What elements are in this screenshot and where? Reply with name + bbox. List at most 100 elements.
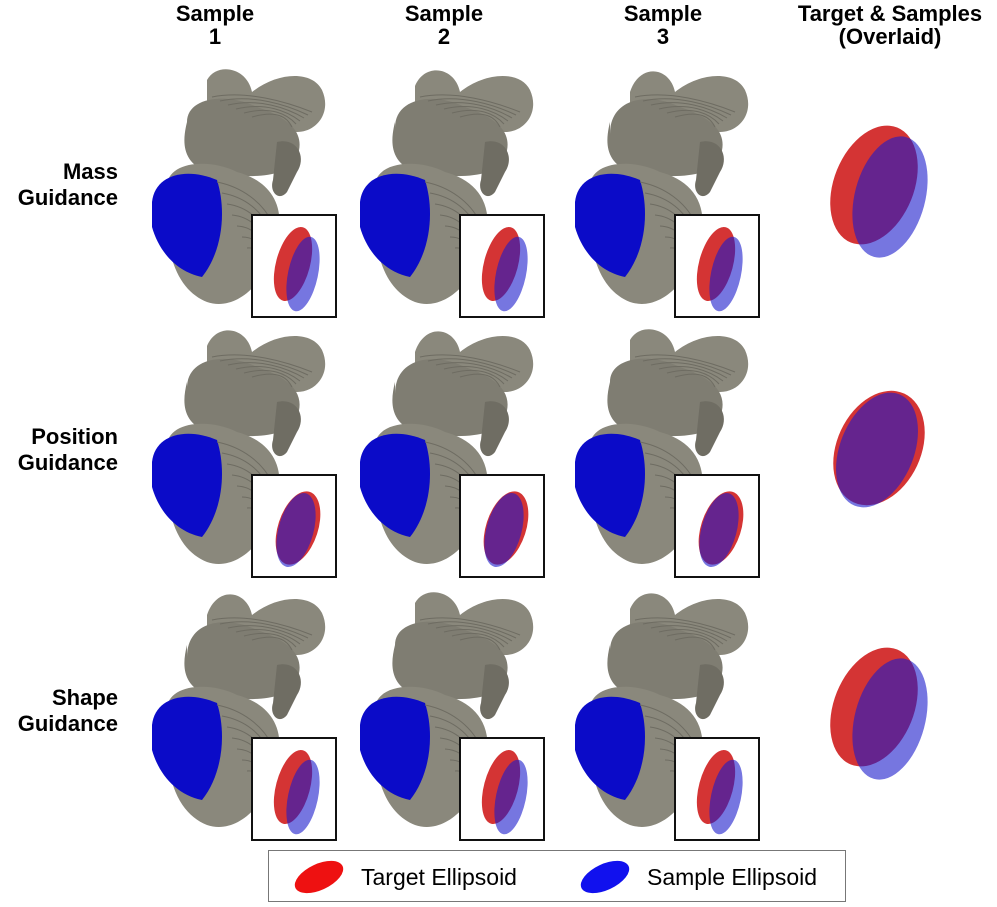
row-label-line2: Guidance [17, 450, 118, 475]
row-label-line1: Shape [51, 685, 118, 710]
column-header-line2: 2 [437, 24, 451, 49]
atrium-shape [184, 622, 300, 700]
heart-render-row1-sample1 [147, 62, 352, 324]
sample-ellipsoid-icon [709, 759, 743, 835]
row-label-line2: Guidance [17, 711, 118, 736]
column-header-line1: Target & Samples [797, 1, 983, 26]
ellipsoid-comparison-icon [698, 491, 744, 567]
sample-ellipsoid-icon [286, 236, 320, 312]
legend-sample-label: Sample Ellipsoid [647, 863, 818, 890]
vessel-branch-shape [272, 141, 301, 197]
sample-ellipsoid-swatch-icon [580, 860, 630, 894]
row-label-line1: Position [31, 424, 118, 449]
column-header-line1: Sample [404, 1, 484, 26]
segmented-region-shape [152, 173, 222, 277]
ellipsoid-comparison-icon [273, 750, 320, 835]
column-header-line1: Sample [175, 1, 255, 26]
overlaid-ellipsoids-icon [830, 125, 928, 258]
sample-ellipsoid-icon [852, 658, 928, 780]
row-label-position-guidance: Position Guidance [0, 424, 118, 476]
segmented-region-shape [575, 173, 645, 277]
atrium-shape [607, 621, 723, 700]
heart-render-row2-sample3 [570, 322, 775, 584]
legend-item-target: Target Ellipsoid [289, 851, 517, 903]
heart-render-row1-sample3 [570, 62, 775, 324]
ellipsoid-inset-panel [674, 737, 760, 841]
heart-render-icon [575, 593, 749, 827]
sample-ellipsoid-icon [484, 493, 524, 567]
column-header-line2: (Overlaid) [838, 24, 942, 49]
column-header-sample-3: Sample 3 [563, 2, 763, 48]
target-ellipsoid-swatch-icon [294, 860, 344, 894]
sample-ellipsoid-icon [699, 493, 739, 567]
overlaid-ellipsoids-icon [830, 647, 928, 780]
sample-ellipsoid-icon [494, 236, 528, 312]
column-header-line2: 3 [656, 24, 670, 49]
vessel-branch-shape [695, 401, 724, 457]
vessel-branch-shape [272, 664, 301, 720]
heart-render-icon [360, 331, 534, 564]
overlaid-ellipsoids-icon [833, 390, 925, 508]
heart-render-icon [575, 71, 749, 304]
sample-ellipsoid-icon [494, 759, 528, 835]
row-label-line1: Mass [62, 159, 118, 184]
sample-ellipsoid-icon [276, 493, 316, 567]
heart-render-icon [152, 594, 326, 827]
overlaid-ellipsoids-row2 [819, 373, 939, 528]
heart-render-row3-sample2 [355, 585, 560, 847]
column-header-line2: 1 [208, 24, 222, 49]
vessel-branch-shape [480, 664, 509, 720]
atrium-shape [392, 98, 508, 177]
column-header-line1: Sample [623, 1, 703, 26]
atrium-shape [184, 98, 300, 177]
ellipsoid-comparison-icon [696, 750, 743, 835]
ellipsoid-inset-panel [251, 214, 337, 318]
legend: Target Ellipsoid Sample Ellipsoid [268, 850, 846, 902]
atrium-shape [184, 358, 300, 437]
atrium-shape [607, 358, 723, 437]
heart-render-row2-sample1 [147, 322, 352, 584]
row-label-mass-guidance: Mass Guidance [0, 159, 118, 211]
ellipsoid-comparison-icon [481, 750, 528, 835]
vessel-branch-shape [695, 141, 724, 197]
row-label-line2: Guidance [17, 185, 118, 210]
ellipsoid-comparison-icon [275, 491, 321, 567]
ellipsoid-comparison-icon [483, 491, 529, 567]
heart-render-row3-sample1 [147, 585, 352, 847]
segmented-region-shape [360, 433, 430, 537]
segmented-region-shape [360, 696, 430, 800]
ellipsoid-comparison-icon [481, 227, 528, 312]
segmented-region-shape [360, 173, 430, 277]
heart-render-row1-sample2 [355, 62, 560, 324]
ellipsoid-inset-panel [251, 474, 337, 578]
atrium-shape [392, 359, 508, 437]
heart-render-row2-sample2 [355, 322, 560, 584]
column-header-overlaid: Target & Samples (Overlaid) [780, 2, 997, 48]
overlaid-ellipsoids-row3 [819, 637, 939, 792]
segmented-region-shape [152, 433, 222, 537]
legend-item-sample: Sample Ellipsoid [575, 851, 817, 903]
column-header-sample-2: Sample 2 [344, 2, 544, 48]
ellipsoid-inset-panel [251, 737, 337, 841]
segmented-region-shape [152, 696, 222, 800]
ellipsoid-inset-panel [459, 214, 545, 318]
vessel-branch-shape [480, 141, 509, 197]
legend-target-label: Target Ellipsoid [361, 863, 517, 890]
segmented-region-shape [575, 433, 645, 537]
segmented-region-shape [575, 696, 645, 800]
overlaid-ellipsoids-row1 [819, 115, 939, 270]
ellipsoid-inset-panel [459, 474, 545, 578]
row-label-shape-guidance: Shape Guidance [0, 685, 118, 737]
vessel-branch-shape [695, 664, 724, 720]
vessel-branch-shape [272, 401, 301, 457]
atrium-shape [392, 621, 508, 700]
sample-ellipsoid-icon [836, 392, 918, 508]
ellipsoid-comparison-icon [696, 227, 743, 312]
vessel-branch-shape [480, 401, 509, 457]
heart-render-row3-sample3 [570, 585, 775, 847]
sample-ellipsoid-icon [852, 136, 928, 258]
sample-ellipsoid-icon [286, 759, 320, 835]
atrium-shape [607, 99, 723, 177]
ellipsoid-inset-panel [674, 214, 760, 318]
sample-ellipsoid-icon [709, 236, 743, 312]
